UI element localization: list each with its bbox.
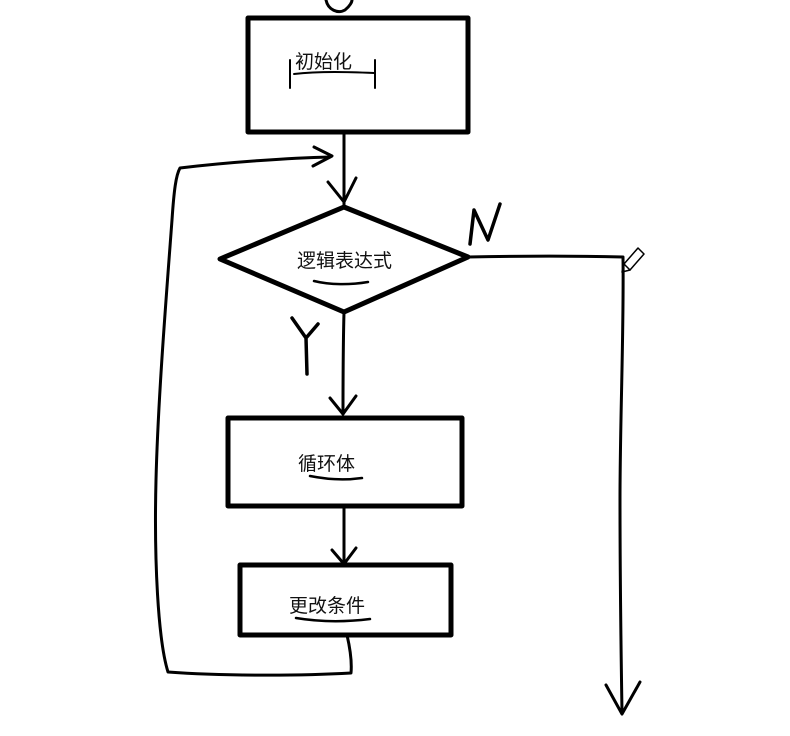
- loop-back-arrowhead: [311, 145, 334, 168]
- false-branch-label: N: [466, 208, 496, 254]
- init-to-condition-arrowhead: [326, 176, 358, 204]
- init-underline: [293, 71, 375, 75]
- update-underline: [294, 616, 372, 623]
- y-branch-letter-strokes: [290, 316, 320, 376]
- condition-label: 逻辑表达式: [297, 250, 392, 272]
- n-branch-line: [466, 254, 625, 714]
- body-label: 循环体: [298, 453, 355, 475]
- update-label: 更改条件: [289, 595, 365, 617]
- pencil-icon: [621, 247, 645, 273]
- n-branch-arrowhead: [604, 680, 642, 716]
- condition-underline: [312, 279, 370, 286]
- loop-back-line: [154, 155, 353, 677]
- true-branch-label: Y: [289, 336, 315, 382]
- y-branch-arrowhead: [328, 394, 358, 416]
- top-start-arc: [324, 0, 354, 14]
- init-box: [245, 15, 471, 135]
- init-label: 初始化: [295, 51, 352, 73]
- body-underline: [308, 474, 364, 481]
- n-branch-letter-strokes: [468, 202, 502, 246]
- y-branch-line: [341, 310, 346, 416]
